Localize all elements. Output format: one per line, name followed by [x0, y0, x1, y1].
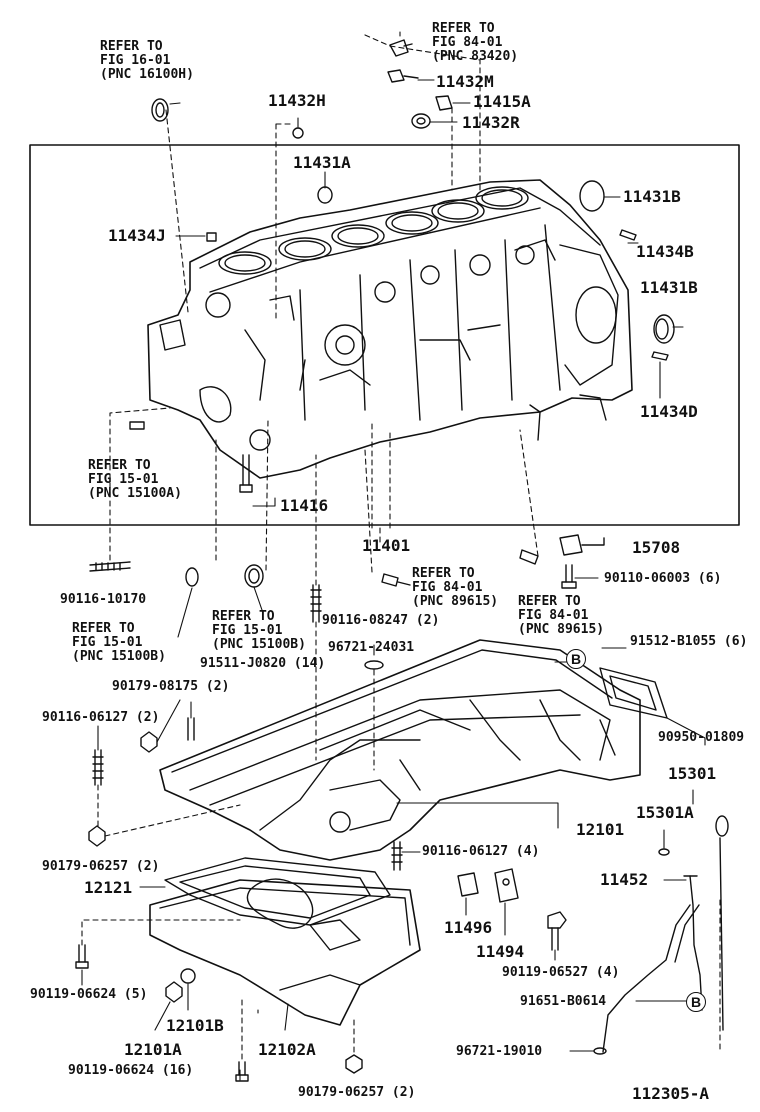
drawing-number: 112305-A — [632, 1084, 710, 1103]
marker-b-upper: B — [566, 649, 586, 669]
block-small-parts — [129, 39, 675, 493]
cylinder-block — [147, 179, 633, 479]
part-90950-01809: 90950-01809 — [658, 730, 745, 745]
part-91512-B1055: 91512-B1055 (6) — [630, 634, 748, 649]
part-90110-06003: 90110-06003 (6) — [604, 571, 722, 586]
part-11434B: 11434B — [636, 242, 694, 261]
part-90116-10170: 90116-10170 — [60, 592, 147, 607]
part-11432H: 11432H — [268, 91, 326, 110]
part-90116-06127-left: 90116-06127 (2) — [42, 710, 160, 725]
block-group-frame — [29, 144, 740, 526]
part-96721-24031: 96721-24031 — [328, 640, 415, 655]
part-91511-J0820: 91511-J0820 (14) — [200, 656, 326, 671]
marker-b-lower: B — [686, 992, 706, 1012]
part-12101A: 12101A — [124, 1040, 182, 1059]
upper-oil-pan — [88, 639, 668, 871]
part-90119-06624-5: 90119-06624 (5) — [30, 987, 148, 1002]
part-12101: 12101 — [576, 820, 625, 839]
part-11416: 11416 — [280, 496, 329, 515]
part-90179-06257-bottom: 90179-06257 (2) — [298, 1085, 416, 1100]
part-11432M: 11432M — [436, 72, 494, 91]
part-11401: 11401 — [362, 536, 411, 555]
dipstick-assembly — [457, 815, 729, 1055]
part-11431B-upper: 11431B — [623, 187, 681, 206]
part-11431A: 11431A — [293, 153, 351, 172]
lower-oil-pan — [75, 857, 421, 1082]
part-15301A: 15301A — [636, 803, 694, 822]
part-15708: 15708 — [632, 538, 681, 557]
part-12121: 12121 — [84, 878, 133, 897]
part-11496: 11496 — [444, 918, 493, 937]
part-90179-08175: 90179-08175 (2) — [112, 679, 230, 694]
part-11434J: 11434J — [108, 226, 166, 245]
part-11494: 11494 — [476, 942, 525, 961]
part-12102A: 12102A — [258, 1040, 316, 1059]
part-90119-06527: 90119-06527 (4) — [502, 965, 620, 980]
part-15301: 15301 — [668, 764, 717, 783]
part-12101B: 12101B — [166, 1016, 224, 1035]
part-11452: 11452 — [600, 870, 649, 889]
lower-block-parts — [89, 534, 605, 623]
part-90119-06624-16: 90119-06624 (16) — [68, 1063, 194, 1078]
part-91651-B0614: 91651-B0614 — [520, 994, 607, 1009]
part-90179-06257-left: 90179-06257 (2) — [42, 859, 160, 874]
part-90116-06127-center: 90116-06127 (4) — [422, 844, 540, 859]
part-96721-19010: 96721-19010 — [456, 1044, 543, 1059]
part-11434D: 11434D — [640, 402, 698, 421]
part-11432R: 11432R — [462, 113, 520, 132]
leader-lines — [81, 31, 721, 1081]
part-11415A: 11415A — [473, 92, 531, 111]
part-90116-08247: 90116-08247 (2) — [322, 613, 440, 628]
part-11431B-lower: 11431B — [640, 278, 698, 297]
